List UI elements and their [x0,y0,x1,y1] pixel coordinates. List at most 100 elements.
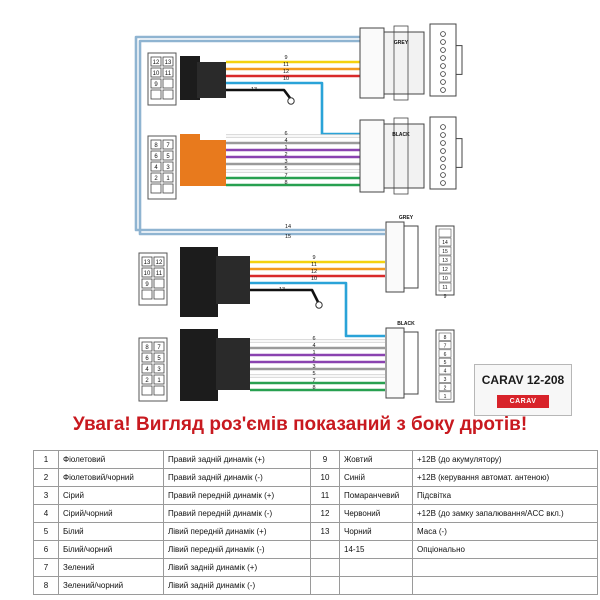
pin-hole [440,31,446,37]
pin-cell [153,385,165,396]
legend-description: Маса (-) [412,522,598,541]
wire-number: 7 [312,378,315,384]
legend-number: 7 [33,558,59,577]
pin-number: 2 [145,378,149,384]
pin-number: 9 [145,282,149,288]
legend-color-name: Помаранчевий [339,486,413,505]
wire-number: 12 [311,269,317,275]
pin-number: 8 [145,345,149,351]
grey-plug-body [216,256,250,304]
legend-color-name: Сірий [58,486,164,505]
pin-number: 13 [144,260,151,266]
pin-cell [438,341,452,350]
black-connector-shell [403,331,419,395]
pin-cell [162,161,174,172]
pin-number: 5 [166,154,170,160]
connector-label: BLACK [392,132,410,138]
wire-number: 8 [284,180,287,186]
pin-number: 7 [166,143,170,149]
pin-cell [141,289,153,300]
legend-number: 4 [33,504,59,523]
wiring-diagram: 9111210136412357814159111210136412357812… [134,23,463,403]
legend-description: Правий задній динамік (-) [163,468,311,487]
pin-cell [162,139,174,150]
pin-cell [141,352,153,363]
legend-number: 3 [33,486,59,505]
legend-color-name: Синій [339,468,413,487]
pin-number: 5 [157,356,161,362]
wire-number: 11 [283,62,289,68]
legend-number: 13 [310,522,340,541]
connector-label: BLACK [397,321,415,327]
pin-cell [438,349,452,358]
legend-description: Лівий задній динамік (+) [163,558,311,577]
pin-cell [162,78,174,89]
pin-cell [438,228,452,238]
pin-cell [438,246,452,256]
brand-logo: CARAV [497,395,549,408]
legend-color-name: 14-15 [339,540,413,559]
pin-number: 11 [165,71,172,77]
pin-hole [440,172,446,178]
wire-number: 7 [284,173,287,179]
legend-number: 9 [310,450,340,469]
pin-hole [440,132,446,138]
legend-description: Правий передній динамік (+) [163,486,311,505]
legend-description: Правий задній динамік (+) [163,450,311,469]
pin-number: 12 [156,260,163,266]
legend-description: Опціонально [412,540,598,559]
legend-number: 2 [33,468,59,487]
pin-hole [440,39,446,45]
wire-number: 9 [284,55,287,61]
pin-cell [162,150,174,161]
pin-number: 9 [154,82,158,88]
pin-number: 4 [145,367,149,373]
pin-cell [150,89,162,100]
pin-cell [150,67,162,78]
pin-number: 13 [165,60,172,66]
pin-hole [440,87,446,93]
pin-number: 3 [166,165,170,171]
wire-13 [226,88,292,99]
pin-number: 3 [444,377,447,383]
wire-number: 6 [312,336,315,342]
pin-number: 8 [154,143,158,149]
pin-number: 10 [153,71,160,77]
legend-color-name: Білий/чорний [58,540,164,559]
pin-number: 3 [157,367,161,373]
pin-number: 4 [444,369,447,375]
ground-ring [287,97,295,105]
pin-number: 1 [157,378,161,384]
grey-connector-face-key [455,45,463,75]
legend-number: 8 [33,576,59,595]
pin-cell [438,374,452,383]
wire-14 [134,35,385,232]
wire-number: 3 [284,159,287,165]
pin-cell [153,267,165,278]
legend-color-name: Зелений [58,558,164,577]
pin-hole [440,148,446,154]
legend-color-name: Жовтий [339,450,413,469]
legend-color-name: Білий [58,522,164,541]
pin-cell [162,89,174,100]
pin-cell [162,67,174,78]
pin-cell [150,161,162,172]
pin-cell [438,357,452,366]
orange-plug-body [180,134,200,186]
pin-cell [162,56,174,67]
pin-cell [438,391,452,400]
wire-number: 1 [312,350,315,356]
pin-cell [150,172,162,183]
pin-number: 5 [444,360,447,366]
pin-number: 8 [444,335,447,341]
brand-box: CARAV 12-208 CARAV [474,364,572,416]
pin-number: 7 [157,345,161,351]
wire-number: 9 [312,255,315,261]
legend-color-name: Зелений/чорний [58,576,164,595]
legend-color-name [339,576,413,595]
pin-number: 9 [444,294,447,300]
pin-cell [153,289,165,300]
black-connector-latch [393,117,409,195]
